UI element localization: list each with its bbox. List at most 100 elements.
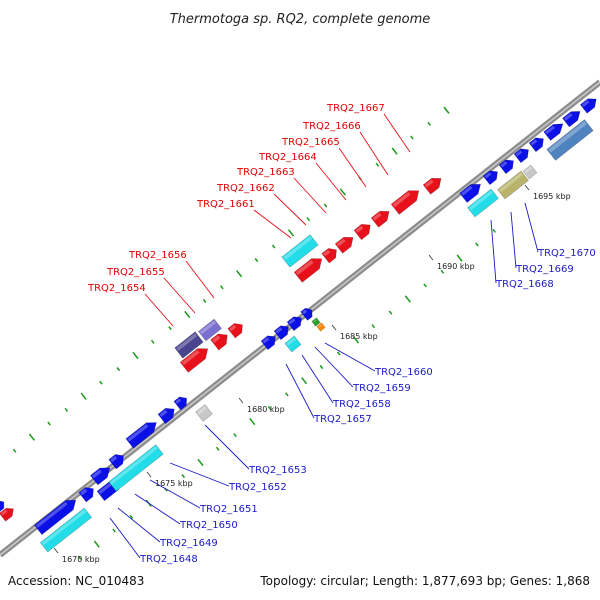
leader-line: [273, 193, 307, 226]
gc-tick: [375, 162, 380, 167]
gc-tick: [443, 106, 450, 114]
gc-tick: [249, 417, 256, 426]
leader-line: [324, 342, 376, 372]
gene-feature-4: [293, 258, 323, 283]
leader-line: [134, 493, 181, 525]
gene-label-trq2_1669: TRQ2_1669: [515, 264, 574, 275]
gene-feature-33: [108, 444, 164, 492]
position-tick: [428, 254, 434, 261]
gc-tick: [112, 528, 116, 533]
gc-tick: [440, 269, 445, 274]
gene-label-trq2_1668: TRQ2_1668: [495, 279, 554, 290]
gc-tick: [77, 555, 82, 560]
gc-tick: [197, 458, 204, 467]
gene-feature-6: [334, 236, 354, 254]
leader-line: [383, 113, 411, 153]
gene-feature-30: [579, 98, 597, 114]
leader-line: [314, 346, 354, 388]
leader-line: [490, 219, 497, 284]
map-title: Thermotoga sp. RQ2, complete genome: [170, 12, 431, 27]
gene-feature-27: [528, 137, 544, 153]
gene-feature-3: [227, 323, 243, 339]
gene-feature-8: [370, 210, 390, 228]
gene-label-trq2_1661: TRQ2_1661: [196, 199, 255, 210]
gc-tick: [404, 295, 411, 303]
gene-label-trq2_1665: TRQ2_1665: [281, 137, 340, 148]
leader-line: [301, 354, 334, 404]
gene-label-trq2_1654: TRQ2_1654: [87, 283, 146, 294]
gc-tick: [233, 433, 237, 438]
gc-tick: [220, 285, 224, 290]
gene-feature-10: [422, 177, 442, 195]
leader-line: [293, 177, 327, 214]
position-tick: [238, 397, 244, 404]
gc-tick: [301, 377, 308, 385]
gene-label-trq2_1670: TRQ2_1670: [537, 248, 596, 259]
gene-feature-5: [321, 248, 337, 264]
leader-line: [117, 507, 161, 543]
gc-tick: [339, 188, 346, 196]
gene-feature-38: [497, 170, 529, 200]
gene-label-trq2_1657: TRQ2_1657: [313, 414, 372, 425]
gene-feature-20: [273, 325, 289, 341]
gene-feature-42: [197, 318, 223, 342]
gene-feature-43: [311, 317, 321, 327]
gc-tick: [132, 351, 139, 360]
leader-line: [315, 162, 347, 201]
gc-tick: [215, 446, 220, 451]
leader-line: [185, 260, 215, 299]
gene-feature-39: [522, 164, 538, 180]
gene-label-trq2_1655: TRQ2_1655: [106, 267, 165, 278]
leader-line: [285, 363, 315, 419]
leader-line: [149, 479, 201, 509]
gene-feature-37: [195, 404, 213, 422]
gene-feature-29: [562, 111, 581, 128]
gc-tick: [181, 474, 186, 479]
gene-label-trq2_1662: TRQ2_1662: [216, 183, 275, 194]
gc-tick: [12, 448, 17, 453]
gene-feature-21: [286, 316, 302, 332]
gene-feature-26: [513, 148, 529, 164]
gc-tick: [254, 258, 259, 263]
position-tick: [331, 324, 337, 331]
gene-feature-2: [210, 333, 228, 351]
leader-line: [359, 131, 389, 176]
gc-tick: [336, 351, 341, 356]
label-leader-lines: [109, 113, 539, 559]
gene-label-trq2_1656: TRQ2_1656: [128, 250, 187, 261]
gene-label-trq2_1659: TRQ2_1659: [352, 383, 411, 394]
leader-line: [163, 277, 196, 314]
gene-feature-12: [78, 487, 94, 503]
gene-feature-40: [546, 119, 594, 161]
position-label-2: 1680 kbp: [247, 405, 285, 414]
gc-tick: [492, 228, 496, 233]
position-label-4: 1690 kbp: [437, 262, 475, 271]
gc-tick: [323, 203, 328, 208]
gc-tick: [271, 244, 276, 249]
gene-feature-7: [353, 223, 371, 241]
gene-feature-22: [300, 307, 313, 321]
position-tick: [53, 547, 59, 554]
gc-tick: [150, 339, 155, 344]
gene-labels: TRQ2_1654TRQ2_1655TRQ2_1656TRQ2_1661TRQ2…: [87, 103, 596, 565]
gene-label-trq2_1653: TRQ2_1653: [248, 465, 307, 476]
gc-tick: [456, 254, 463, 262]
gene-feature-11: [33, 499, 77, 536]
gene-feature-34: [281, 234, 319, 268]
gc-tick: [475, 242, 479, 247]
leader-line: [524, 202, 539, 253]
gene-feature-19: [260, 335, 276, 351]
gene-label-trq2_1660: TRQ2_1660: [374, 367, 433, 378]
gene-feature-13: [89, 467, 111, 486]
position-tick: [524, 184, 530, 191]
gc-tick: [427, 121, 431, 126]
gc-tick: [202, 298, 207, 303]
position-label-1: 1675 kbp: [155, 479, 193, 488]
position-label-0: 1670 kbp: [62, 555, 100, 564]
leader-line: [204, 424, 250, 470]
gene-label-trq2_1663: TRQ2_1663: [236, 167, 295, 178]
gene-feature-0: [0, 507, 14, 522]
gc-tick: [306, 217, 311, 222]
gc-tick: [93, 540, 100, 548]
